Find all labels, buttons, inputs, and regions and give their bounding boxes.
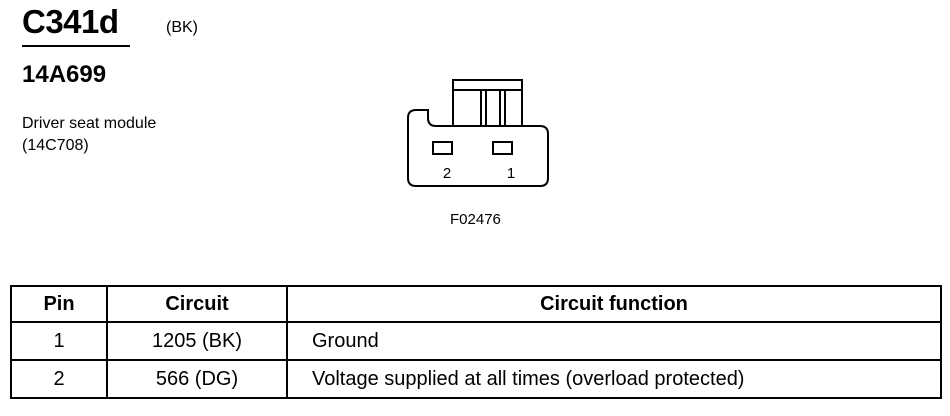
part-number: 14A699: [22, 61, 107, 88]
column-header-pin: Pin: [10, 285, 108, 323]
column-header-circuit-function: Circuit function: [286, 285, 942, 323]
pin-table: Pin Circuit Circuit function 1 1205 (BK)…: [10, 285, 942, 399]
component-number: (14C708): [22, 137, 89, 154]
circuit-function-cell: Ground: [286, 321, 942, 361]
component-name: Driver seat module: [22, 115, 157, 132]
circuit-cell: 1205 (BK): [106, 321, 288, 361]
column-header-circuit: Circuit: [106, 285, 288, 323]
pin-cavity-1: [492, 141, 513, 155]
connector-lock-tab: [452, 79, 523, 126]
pin-cavity-2: [432, 141, 453, 155]
title-underline: [22, 45, 130, 47]
pin-label: 1: [507, 165, 515, 182]
pin-cell: 1: [10, 321, 108, 361]
connector-face-diagram: 2 1: [407, 79, 549, 187]
table-row: 1 1205 (BK) Ground: [10, 321, 942, 361]
connector-id: C341d: [22, 3, 119, 40]
circuit-function-cell: Voltage supplied at all times (overload …: [286, 359, 942, 399]
pin-label: 2: [443, 165, 451, 182]
connector-body: [407, 109, 549, 187]
circuit-cell: 566 (DG): [106, 359, 288, 399]
color-code: (BK): [166, 19, 198, 36]
table-row: 2 566 (DG) Voltage supplied at all times…: [10, 359, 942, 399]
figure-id: F02476: [450, 211, 501, 228]
table-header-row: Pin Circuit Circuit function: [10, 285, 942, 323]
pin-cell: 2: [10, 359, 108, 399]
